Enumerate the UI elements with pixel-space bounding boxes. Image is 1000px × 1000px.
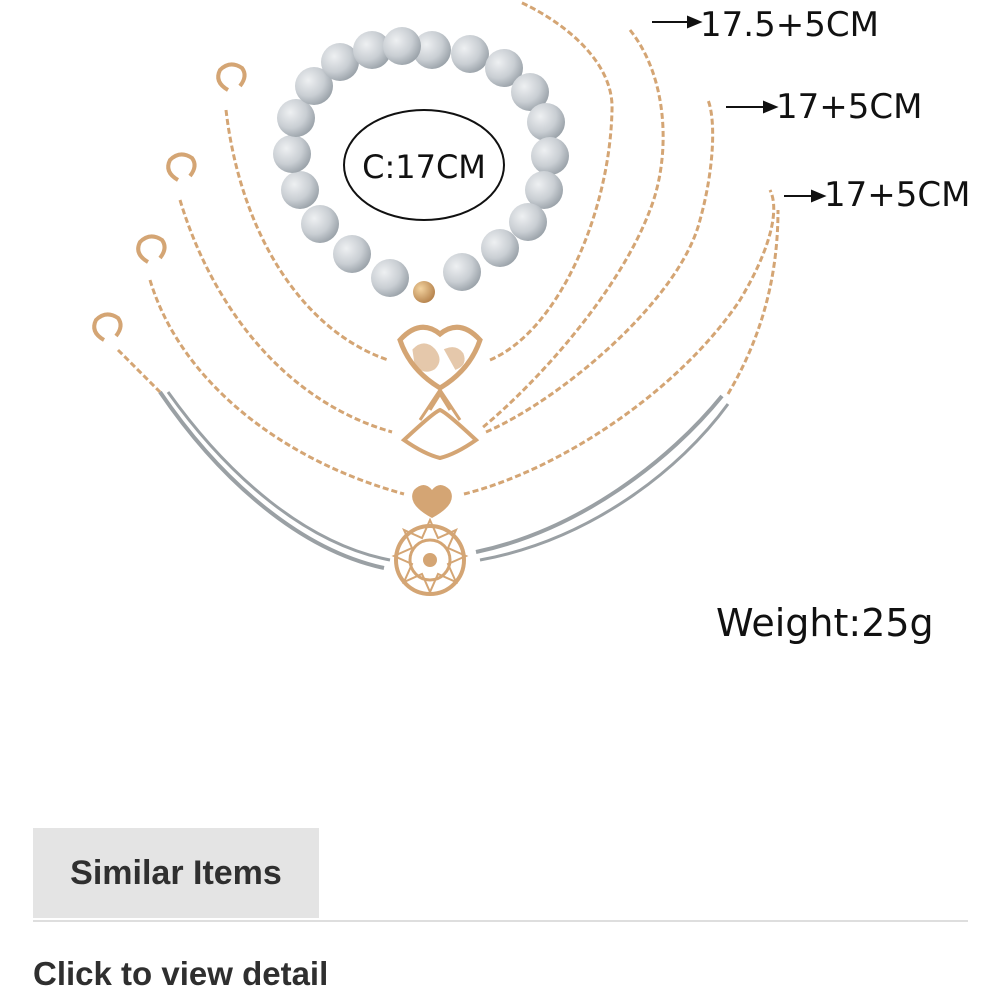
length-label-3: 17+5CM	[824, 175, 970, 215]
product-image[interactable]: C:17CM	[0, 0, 1000, 780]
beaded-bracelet	[273, 27, 569, 303]
circumference-label: C:17CM	[362, 148, 486, 186]
cord-bracelet	[92, 209, 780, 596]
length-label-2: 17+5CM	[776, 87, 922, 127]
circumference-ellipse	[343, 109, 505, 221]
length-label-1: 17.5+5CM	[700, 5, 879, 45]
world-heart-bracelet	[216, 0, 665, 430]
weight-label: Weight:25g	[716, 601, 934, 645]
tab-similar-items[interactable]: Similar Items	[33, 828, 319, 918]
heart-bracelet	[136, 189, 776, 496]
length-arrows	[652, 15, 827, 203]
heart-charm	[412, 485, 452, 518]
lotus-bracelet	[166, 99, 715, 461]
tab-similar-items-label: Similar Items	[70, 853, 282, 892]
divider	[33, 920, 968, 922]
view-detail-link[interactable]: Click to view detail	[33, 955, 329, 992]
